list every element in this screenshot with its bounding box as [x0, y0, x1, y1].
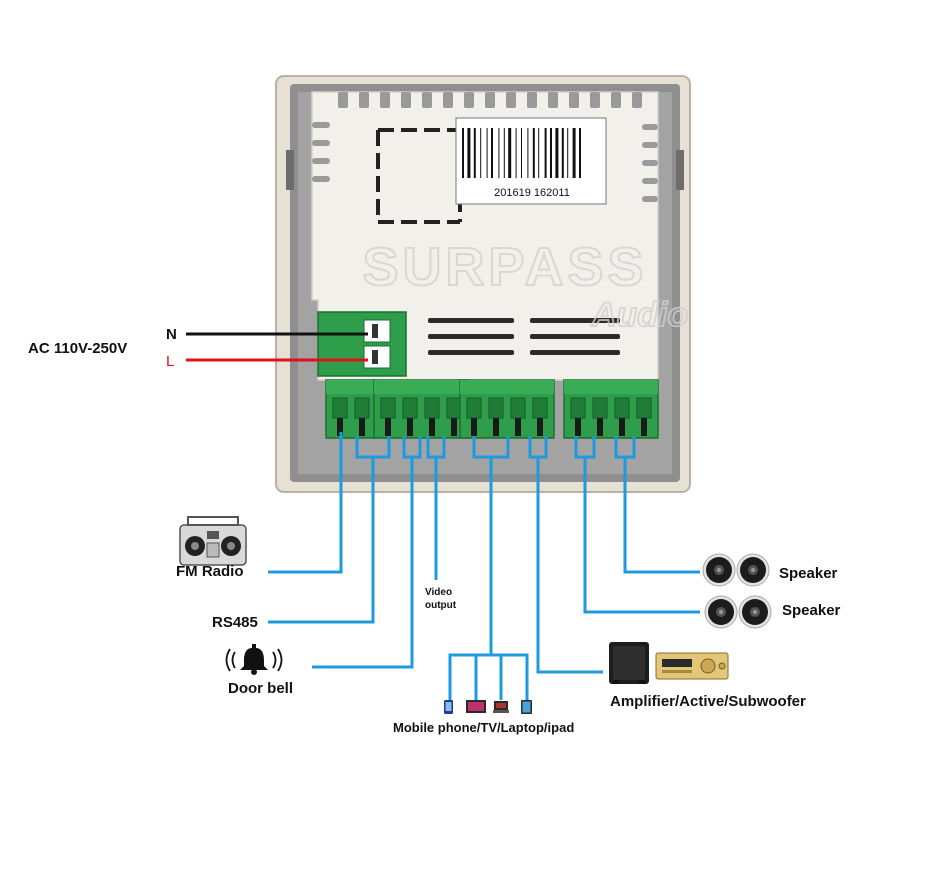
bell-icon	[225, 644, 283, 675]
power-terminal-block	[317, 311, 407, 377]
terminal-block-2	[373, 379, 469, 439]
wire-rs485	[268, 436, 391, 624]
speaker-1-label: Speaker	[779, 565, 838, 582]
receiver-icon	[655, 652, 729, 680]
signal-terminal-blocks	[325, 379, 659, 439]
speaker-icon	[704, 595, 738, 629]
wire-speaker-1	[614, 436, 700, 574]
signal-wiring	[268, 432, 700, 700]
wire-door-bell	[312, 436, 422, 669]
video-output-label-line2: output	[425, 600, 457, 611]
live-label: L	[166, 353, 174, 370]
panel-left-tab	[286, 150, 294, 190]
laptop-icon	[493, 701, 509, 713]
panel-right-tab	[676, 150, 684, 190]
terminal-block-4	[563, 379, 659, 439]
video-output-label-line1: Video	[425, 587, 452, 598]
wire-video-output	[426, 436, 446, 580]
speaker-icon	[736, 553, 770, 587]
terminal-block-1	[325, 379, 377, 439]
speaker-pair-2	[704, 595, 772, 629]
right-vent-slots	[642, 124, 658, 202]
wire-sources-branches	[448, 653, 529, 700]
door-bell-label: Door bell	[228, 680, 293, 697]
left-vent-slots	[312, 122, 330, 182]
power-wiring: N L AC 110V-250V	[28, 326, 368, 370]
barcode-number: 201619 162011	[494, 187, 570, 199]
wire-speaker-2	[574, 436, 700, 614]
cover-mid-slots	[428, 318, 620, 355]
watermark-brand: SURPASS	[362, 237, 647, 297]
tv-icon	[466, 700, 486, 713]
barcode-sticker: 201619 162011	[455, 117, 607, 205]
sources-label: Mobile phone/TV/Laptop/ipad	[393, 720, 574, 735]
speaker-2-label: Speaker	[782, 602, 841, 619]
wire-sources-trunk	[472, 436, 510, 655]
top-vent-slots	[338, 92, 642, 108]
mobile-phone-icon	[444, 700, 453, 714]
speaker-pair-1	[702, 553, 770, 587]
tablet-icon	[521, 700, 532, 714]
neutral-label: N	[166, 326, 177, 343]
source-devices	[444, 700, 532, 714]
amplifier-label: Amplifier/Active/Subwoofer	[610, 693, 806, 710]
subwoofer-icon	[609, 642, 649, 684]
speaker-icon	[702, 553, 736, 587]
watermark-subtitle: Audio	[591, 296, 688, 334]
wire-amplifier	[528, 436, 603, 674]
power-voltage-label: AC 110V-250V	[28, 340, 127, 357]
speaker-icon	[738, 595, 772, 629]
rs485-label: RS485	[212, 614, 258, 631]
terminal-block-3	[459, 379, 555, 439]
wire-fm-radio	[268, 432, 343, 574]
fm-radio-label: FM Radio	[176, 563, 244, 580]
radio-icon	[179, 516, 247, 566]
wall-panel-device: 201619 162011 SURPASS Audio	[275, 75, 691, 493]
